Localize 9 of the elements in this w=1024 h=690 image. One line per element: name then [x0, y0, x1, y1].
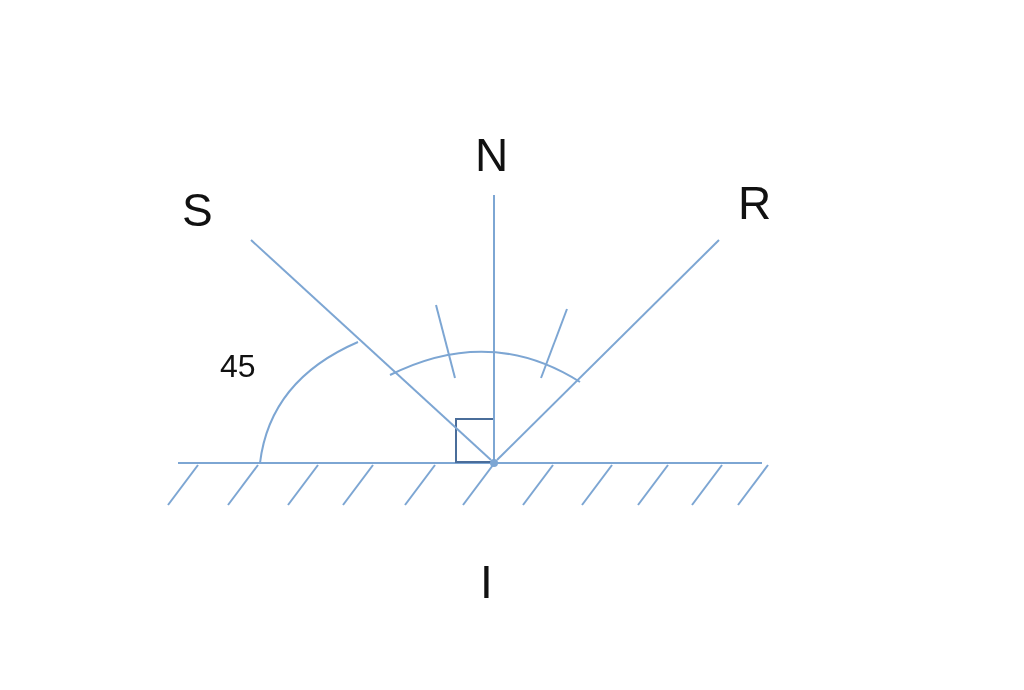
incidence-point [490, 459, 498, 467]
angle-label: 45 [220, 350, 256, 382]
point-label: R [738, 180, 772, 226]
point-label: N [475, 132, 509, 178]
point-label: I [480, 559, 493, 605]
ray-line [496, 239, 720, 461]
ray-line [250, 239, 492, 461]
ray-line [493, 194, 495, 460]
point-label: S [182, 187, 213, 233]
